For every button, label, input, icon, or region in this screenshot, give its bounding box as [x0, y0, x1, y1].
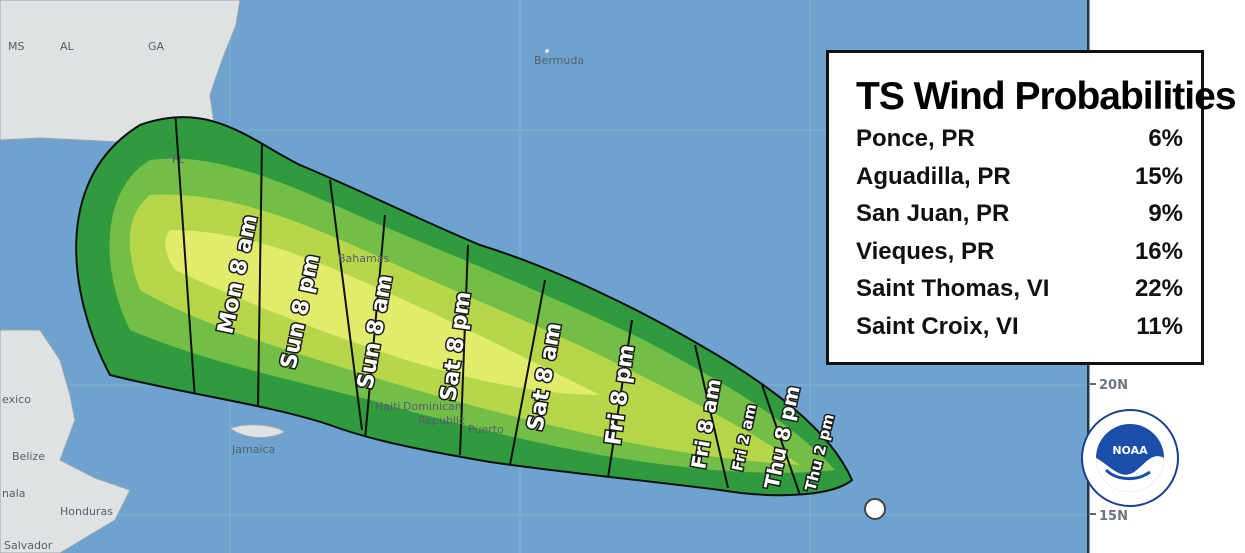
time-dividers: [174, 117, 801, 496]
lat-label-15n: 15N: [1099, 509, 1128, 524]
location-name: Aguadilla, PR: [856, 162, 1011, 190]
location-probability: 6%: [1148, 125, 1183, 152]
label-belize: Belize: [12, 450, 45, 463]
location-probability: 11%: [1136, 312, 1183, 340]
noaa-logo: NOAA: [1081, 409, 1179, 507]
location-row: Saint Thomas, VI 22%: [856, 275, 1201, 313]
cone-core: [165, 230, 600, 395]
label-bermuda: Bermuda: [534, 54, 584, 67]
label-haiti: Haiti: [375, 400, 400, 413]
location-row: San Juan, PR 9%: [856, 200, 1201, 238]
label-ga: GA: [148, 40, 165, 53]
location-name: Vieques, PR: [856, 237, 995, 265]
location-row: Aguadilla, PR 15%: [856, 163, 1201, 201]
panel-title: TS Wind Probabilities: [856, 75, 1237, 118]
label-dominican: Dominican: [403, 400, 462, 413]
label-bahamas: Bahamas: [338, 252, 389, 265]
location-probability: 16%: [1134, 237, 1183, 265]
storm-position-marker: [864, 498, 886, 520]
label-honduras: Honduras: [60, 505, 113, 518]
label-mexico: exico: [2, 393, 31, 406]
label-salvador: Salvador: [4, 539, 53, 552]
location-probability: 9%: [1148, 200, 1183, 227]
jamaica-land: [228, 424, 286, 438]
label-al: AL: [60, 40, 75, 53]
label-puerto: Puerto: [468, 423, 504, 436]
label-ms: MS: [8, 40, 24, 53]
location-name: Saint Thomas, VI: [856, 275, 1050, 302]
lat-label-20n: 20N: [1099, 378, 1128, 393]
cone-outline: [75, 116, 854, 497]
latitude-labels: 20N 15N: [1090, 378, 1128, 524]
location-name: Saint Croix, VI: [856, 312, 1019, 340]
location-probability: 15%: [1134, 162, 1183, 190]
label-fl: FL: [172, 153, 185, 166]
location-row: Ponce, PR 6%: [856, 125, 1201, 163]
location-name: Ponce, PR: [856, 125, 975, 152]
location-name: San Juan, PR: [856, 200, 1010, 227]
probabilities-panel: TS Wind Probabilities Ponce, PR 6% Aguad…: [826, 50, 1237, 365]
label-jamaica: Jamaica: [231, 443, 275, 456]
location-probability: 22%: [1134, 275, 1183, 302]
bermuda-island: [545, 49, 549, 53]
location-row: Vieques, PR 16%: [856, 238, 1201, 276]
location-row: Saint Croix, VI 11%: [856, 313, 1201, 351]
label-guatemala: nala: [2, 487, 26, 500]
noaa-logo-text: NOAA: [1112, 444, 1148, 457]
label-republic: Republic: [418, 414, 465, 427]
central-america-land: [0, 329, 131, 553]
